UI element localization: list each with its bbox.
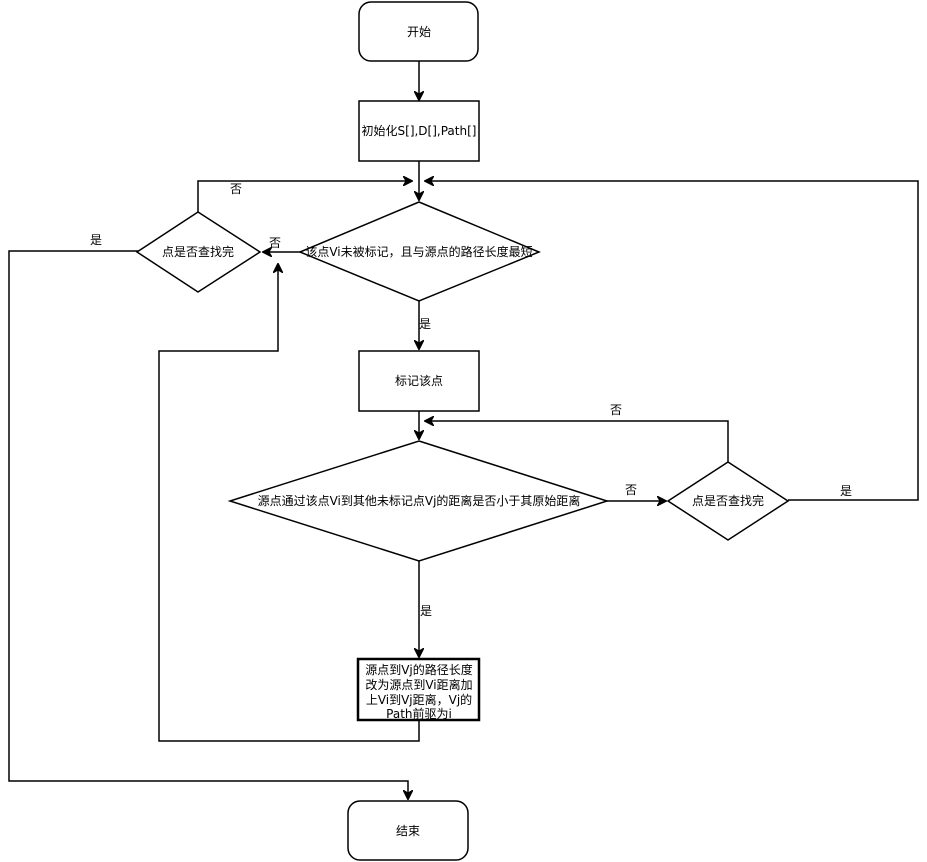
node-cond-min-label: 该点Vi未被标记，且与源点的路径长度最短 [305, 244, 532, 259]
node-update-line-3: 上Vi到Vj距离，Vj的 [366, 692, 472, 707]
label-check1-yes: 是 [90, 233, 102, 247]
edge-update-loop [158, 264, 420, 742]
node-end-label: 结束 [396, 824, 420, 838]
node-mark: 标记该点 [358, 350, 480, 412]
node-update: 源点到Vj的路径长度 改为源点到Vi距离加 上Vi到Vj距离，Vj的 Path前… [356, 657, 481, 722]
node-init: 初始化S[],D[],Path[] [358, 100, 480, 162]
node-cond-shorter: 源点通过该点Vi到其他未标记点Vj的距离是否小于其原始距离 [227, 440, 610, 562]
edges [8, 61, 919, 799]
label-condmin-yes: 是 [419, 317, 431, 331]
edge-check1-no [197, 181, 412, 212]
node-init-label: 初始化S[],D[],Path[] [362, 124, 477, 138]
edge-check1-yes [8, 250, 408, 799]
node-cond-min: 该点Vi未被标记，且与源点的路径长度最短 [298, 201, 541, 302]
node-update-line-1: 源点到Vj的路径长度 [365, 662, 473, 677]
edge-check2-no [425, 421, 729, 462]
node-check-all-2: 点是否查找完 [666, 461, 790, 541]
edge-labels: 否 是 否 是 否 否 是 是 [90, 182, 852, 618]
label-condshorter-no: 否 [625, 483, 637, 497]
label-check2-no: 否 [610, 403, 622, 417]
node-check-all-1: 点是否查找完 [135, 211, 262, 293]
node-cond-shorter-label: 源点通过该点Vi到其他未标记点Vj的距离是否小于其原始距离 [258, 493, 581, 508]
node-update-line-4: Path前驱为i [386, 706, 452, 721]
node-end: 结束 [347, 800, 469, 861]
node-mark-label: 标记该点 [395, 374, 443, 388]
label-condmin-no: 否 [269, 236, 281, 250]
label-check1-no: 否 [230, 182, 242, 196]
label-check2-yes: 是 [840, 484, 852, 498]
node-start-label: 开始 [407, 25, 431, 39]
node-check-all-2-label: 点是否查找完 [692, 493, 764, 508]
node-update-line-2: 改为源点到Vi距离加 [365, 677, 472, 692]
node-start: 开始 [358, 1, 479, 62]
edge-check2-yes [425, 181, 919, 501]
label-condshorter-yes: 是 [420, 604, 432, 618]
node-check-all-1-label: 点是否查找完 [162, 244, 234, 259]
